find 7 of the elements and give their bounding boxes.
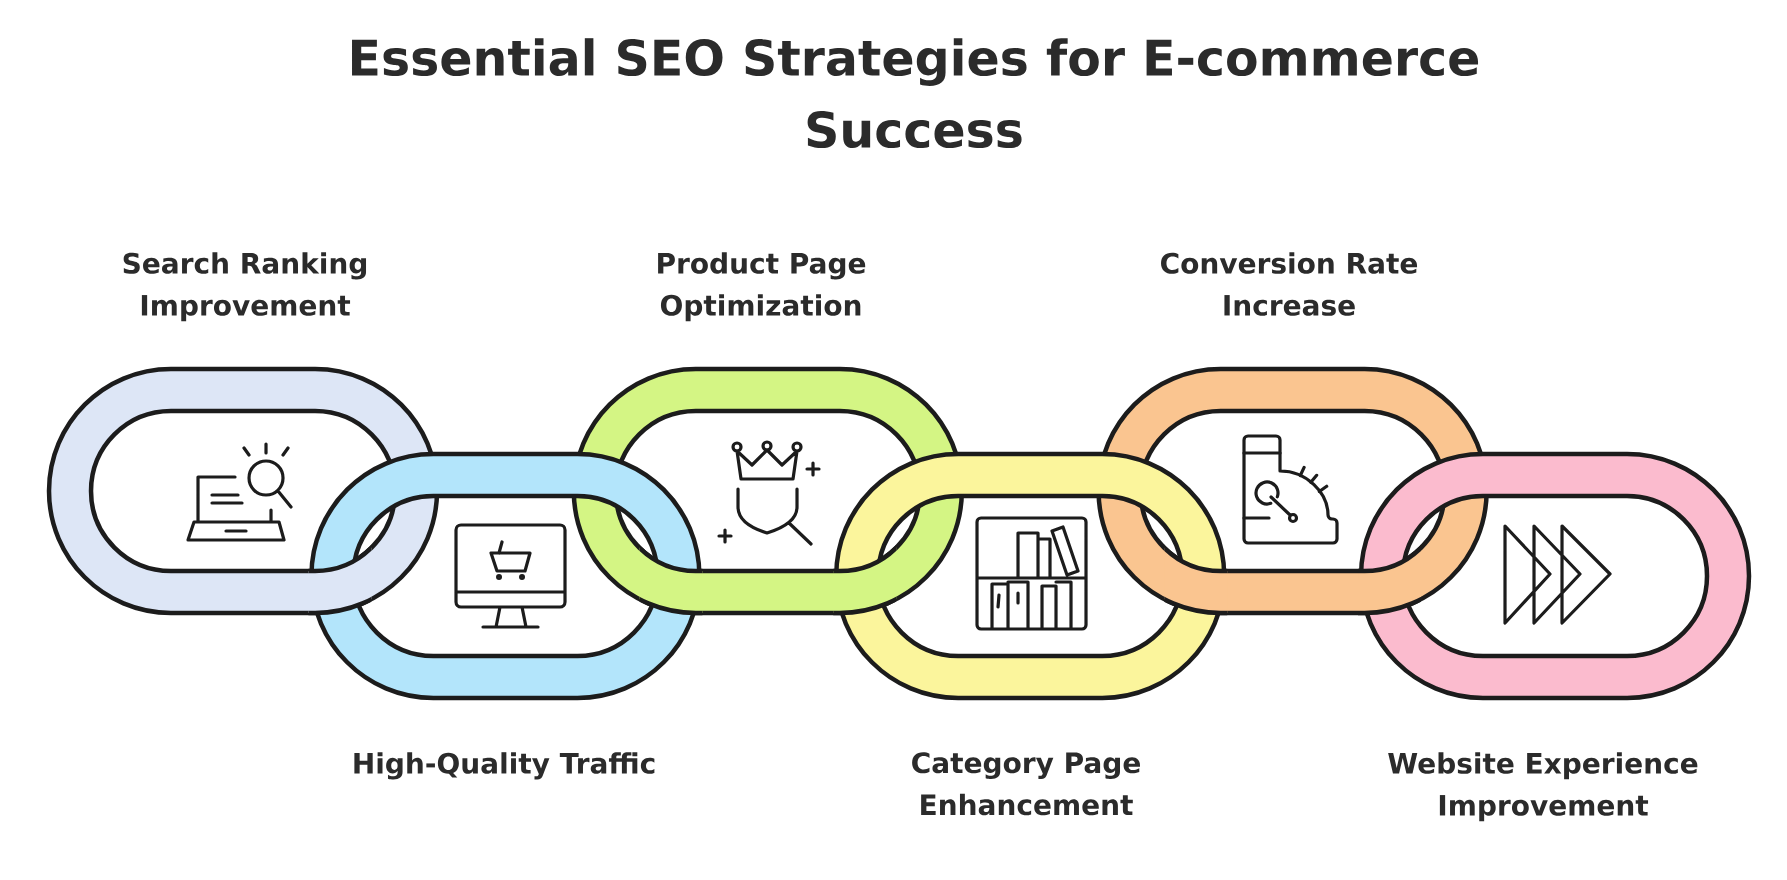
- link-label: Product Page Optimization: [658, 252, 866, 322]
- link-label: Search Ranking Improvement: [123, 252, 367, 322]
- link-label: High-Quality Traffic: [354, 752, 655, 780]
- link-label: Category Page Enhancement: [912, 752, 1140, 816]
- link-label: Conversion Rate Increase: [1161, 252, 1418, 316]
- title: Essential SEO Strategies for E-commerce Success: [352, 38, 1479, 149]
- link-label: Website Experience Improvement: [1388, 752, 1698, 822]
